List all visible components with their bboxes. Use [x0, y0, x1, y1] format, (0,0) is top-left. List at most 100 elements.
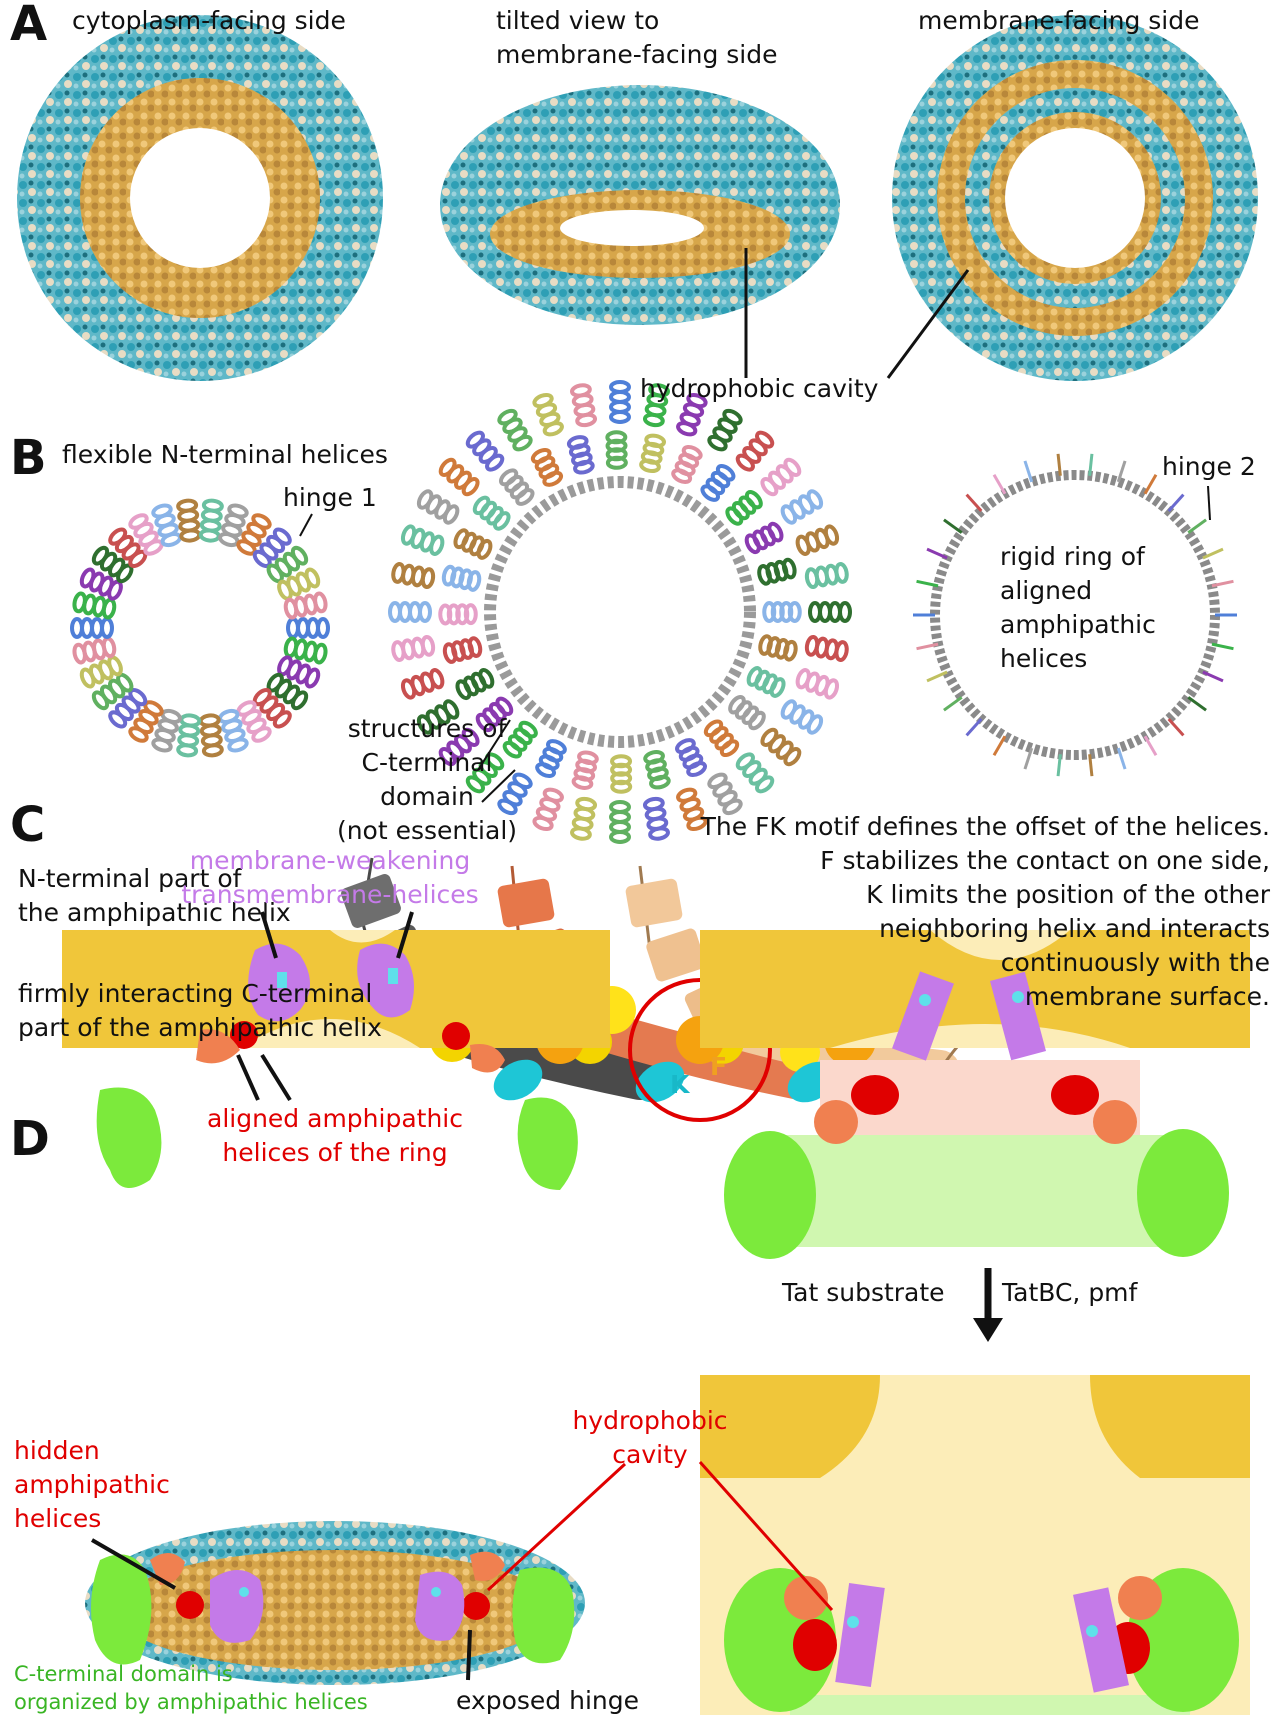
- helix-segment: [808, 601, 852, 623]
- membrane-top-left: [62, 930, 610, 1048]
- hinge-tail: [1167, 493, 1185, 512]
- label-d-hydrophobic-cavity: hydrophobic cavity: [572, 1406, 728, 1469]
- helix-segment: [198, 498, 224, 543]
- label-c-terminal-organized: C-terminal domain is organized by amphip…: [14, 1662, 368, 1714]
- helix-segment: [70, 617, 114, 639]
- helix-segment: [795, 524, 840, 556]
- label-hydrophobic-cavity: hydrophobic cavity: [640, 374, 879, 403]
- hinge-tail: [926, 670, 948, 683]
- helix-segment: [91, 545, 134, 584]
- helix-segment: [391, 634, 436, 662]
- hinge-tail: [1088, 754, 1094, 777]
- helix-segment: [703, 719, 740, 758]
- helix-segment: [441, 564, 482, 592]
- helix-segment: [804, 634, 849, 662]
- label-exposed-hinge: exposed hinge: [456, 1686, 640, 1715]
- hinge1-pointer: [299, 513, 313, 537]
- protein-top-left: [96, 943, 578, 1190]
- hinge-tail: [1143, 735, 1158, 757]
- helix-segment: [707, 772, 743, 816]
- hinge-tail: [1116, 460, 1127, 483]
- ring-tilted-view: [440, 85, 840, 325]
- hidden-pointer: [90, 1538, 177, 1590]
- helix-segment: [610, 754, 633, 794]
- label-c-terminal-part: firmly interacting C-terminal part of th…: [18, 979, 382, 1042]
- hinge2-pointer: [1207, 485, 1211, 521]
- helix-segment: [416, 489, 460, 525]
- helix-segment: [728, 694, 766, 731]
- helix-segment: [571, 750, 599, 790]
- tm-pointer-left: [260, 911, 278, 959]
- helix-segment: [400, 524, 445, 556]
- helix-segment: [277, 567, 321, 601]
- cavity-pointer-d-2: [698, 1461, 834, 1611]
- hinge-tail: [992, 735, 1007, 757]
- helix-segment: [472, 495, 511, 531]
- label-rigid-ring: rigid ring of aligned amphipathic helice…: [1000, 542, 1156, 673]
- hinge-tail: [1167, 718, 1185, 737]
- helix-segment: [198, 713, 224, 758]
- hinge-tail: [1187, 518, 1207, 534]
- hinge-tail: [1056, 754, 1062, 777]
- aligned-pointer-2: [260, 1053, 292, 1102]
- label-hidden-helices: hidden amphipathic helices: [14, 1436, 170, 1533]
- hinge-tail: [943, 696, 963, 712]
- helix-segment: [497, 772, 533, 816]
- helix-segment: [176, 498, 202, 543]
- helix-segment: [453, 528, 493, 560]
- helix-segment: [530, 447, 564, 487]
- helix-segment: [642, 796, 670, 841]
- helix-segment: [675, 738, 707, 778]
- helix-segment: [757, 557, 797, 586]
- helix-segment: [570, 383, 598, 428]
- hinge-tail: [1023, 747, 1034, 770]
- label-c-terminal-structures: structures of C-terminal domain (not ess…: [336, 714, 518, 845]
- gray-backbone-ring: [484, 476, 756, 748]
- n-terminal-helix-ring: [70, 498, 330, 758]
- helix-segment: [566, 435, 595, 475]
- panel-b-graphics: [70, 380, 1237, 844]
- helix-segment: [218, 708, 249, 753]
- helix-segment: [804, 562, 849, 590]
- helix-segment: [475, 696, 514, 733]
- helix-segment: [760, 727, 802, 767]
- panel-label-b: B: [10, 430, 47, 486]
- helix-segment: [455, 667, 495, 701]
- helix-segment: [643, 750, 671, 790]
- helix-segment: [676, 392, 708, 437]
- helix-segment: [79, 655, 123, 689]
- helix-segment: [391, 562, 436, 590]
- label-tm-helices: membrane-weakening transmembrane-helices: [181, 846, 479, 909]
- hinge-tail: [1056, 453, 1062, 476]
- helix-segment: [780, 489, 824, 525]
- helix-segment: [639, 433, 667, 474]
- hinge-tail: [1023, 460, 1034, 483]
- hinge-tail: [965, 718, 983, 737]
- helix-segment: [609, 800, 631, 844]
- hinge-tail: [1202, 670, 1224, 683]
- helix-segment: [735, 430, 775, 472]
- label-fk-motif: The FK motif defines the offset of the h…: [700, 812, 1270, 1011]
- helix-segment: [108, 688, 148, 729]
- cavity-pointer-right: [886, 269, 970, 379]
- helix-segment: [758, 634, 798, 662]
- hinge-pointer: [466, 1629, 472, 1681]
- ring-membrane-side: [892, 15, 1258, 381]
- helix-segment: [780, 699, 824, 735]
- cterm-pointer-2: [481, 769, 516, 803]
- helix-segment: [707, 408, 743, 452]
- helix-segment: [438, 457, 480, 497]
- label-f: F: [710, 1052, 728, 1081]
- panel-label-d: D: [10, 1111, 50, 1167]
- hinge-tail: [965, 493, 983, 512]
- helix-segment: [286, 617, 330, 639]
- helix-segment: [498, 468, 535, 506]
- helix-segment: [735, 752, 775, 794]
- helix-segment: [465, 430, 505, 472]
- label-tat-substrate: Tat substrate: [782, 1278, 945, 1307]
- aligned-pointer-1: [236, 1054, 260, 1101]
- title-tilted-view: tilted view to membrane-facing side: [496, 6, 778, 69]
- helix-segment: [605, 430, 628, 470]
- helix-segment: [532, 392, 564, 437]
- helix-segment: [746, 666, 786, 698]
